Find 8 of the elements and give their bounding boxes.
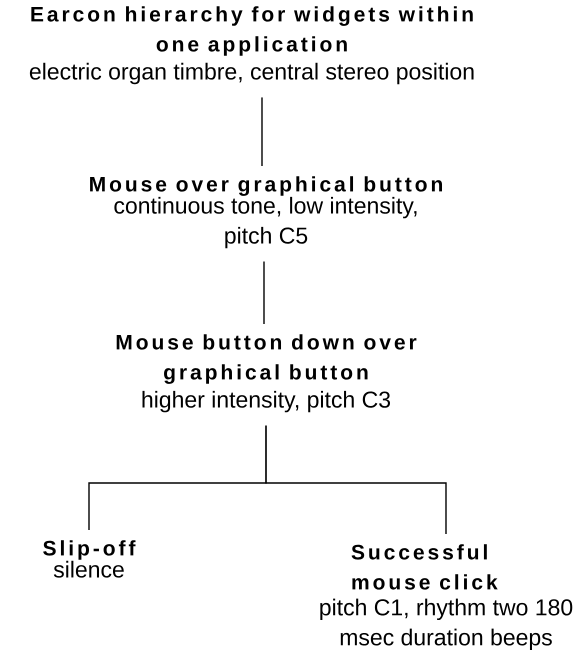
connector-line (265, 426, 447, 534)
tree-node-text: Slip-off silence (43, 540, 136, 578)
tree-node-text: Mouse button down over graphical button higher intensity, pitch C3 (116, 334, 416, 412)
tree-node-text: Mouse over graphical button continuous tone, low intensity, pitch C5 (90, 176, 442, 248)
connector-line (261, 97, 263, 166)
tree-node-text: Successful mouse click pitch C1, rhythm two 180 msec duration beeps (320, 544, 572, 650)
tree-node-text: Earcon hierarchy for widgets within one application electric organ timbre, central stereo position (30, 6, 474, 84)
connector-line (263, 262, 265, 324)
